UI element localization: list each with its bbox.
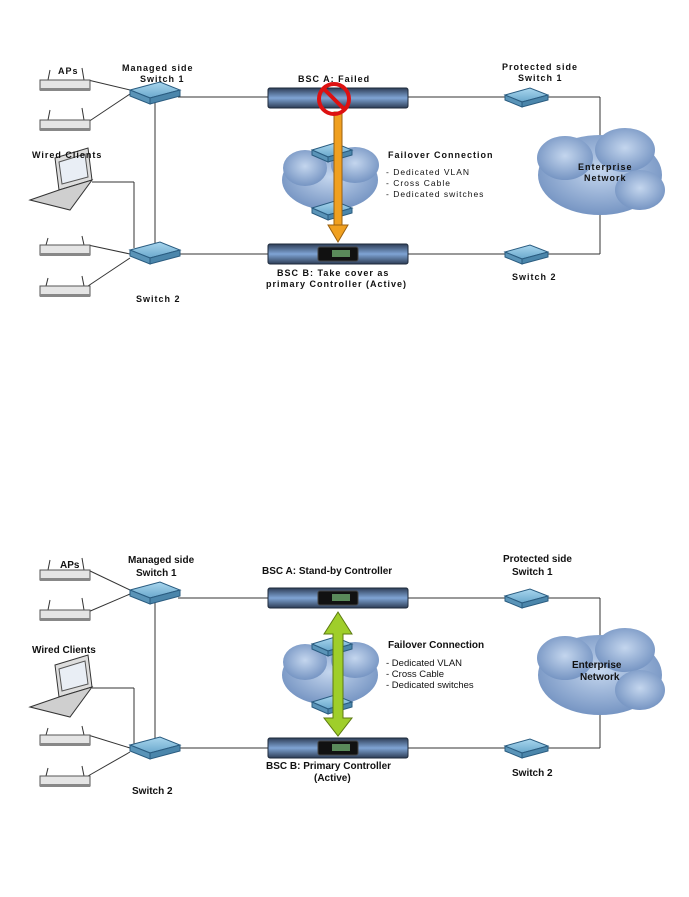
switch-2-right-label: Switch 2: [512, 272, 557, 282]
controller-bsc-a-icon: [267, 87, 409, 109]
network-links: [87, 79, 601, 287]
bsc-a-label: BSC A: Stand-by Controller: [262, 566, 393, 577]
controller-bsc-b-icon: [267, 737, 409, 759]
switch-2-left-label: Switch 2: [136, 294, 181, 304]
wired-client-device-icon: [39, 765, 91, 787]
controller-bsc-a-icon: [267, 587, 409, 609]
switch-icon: [503, 87, 550, 108]
switch-1-right-label: Switch 1: [518, 73, 563, 83]
enterprise-network-cloud-icon: [537, 128, 665, 215]
laptop-icon: [28, 654, 94, 718]
access-point-icon: [39, 557, 91, 581]
controller-bsc-b-icon: [267, 243, 409, 265]
failover-item: - Dedicated VLAN: [386, 167, 471, 177]
no-sign-icon: [317, 82, 351, 116]
switch-2-right-label: Switch 2: [512, 768, 553, 779]
failover-item: - Cross Cable: [386, 669, 445, 680]
enterprise-network-cloud-icon: [537, 628, 665, 715]
failover-item: - Dedicated VLAN: [386, 658, 463, 669]
bsc-b-label-line1: BSC B: Primary Controller: [266, 761, 392, 772]
enterprise-cloud-label-line2: Network: [580, 672, 620, 683]
wired-clients-label: Wired Clients: [32, 645, 96, 656]
managed-side-label: Managed side: [122, 63, 194, 73]
diagram-graphics: [28, 67, 665, 297]
access-point-icon: [39, 597, 91, 621]
diagram-graphics: [28, 557, 665, 787]
access-point-icon: [39, 107, 91, 131]
wired-client-device-icon: [39, 275, 91, 297]
failover-item: - Dedicated switches: [386, 680, 474, 691]
wired-client-device-icon: [39, 235, 91, 256]
switch-1-left-label: Switch 1: [136, 568, 177, 579]
switch-icon: [503, 738, 550, 759]
switch-icon: [503, 588, 550, 609]
aps-label: APs: [58, 66, 79, 76]
bsc-b-label-line2: (Active): [314, 773, 351, 784]
bsc-a-label: BSC A: Failed: [298, 74, 371, 84]
enterprise-cloud-label-line2: Network: [584, 173, 627, 183]
wired-clients-label: Wired Clients: [32, 150, 103, 160]
switch-icon: [128, 736, 182, 760]
protected-side-label: Protected side: [503, 554, 572, 565]
managed-side-label: Managed side: [128, 555, 195, 566]
failover-item: - Dedicated switches: [386, 189, 485, 199]
failover-double-arrow-icon: [322, 611, 354, 737]
failover-connection-label: Failover Connection: [388, 150, 494, 160]
switch-icon: [128, 581, 182, 605]
aps-label: APs: [60, 560, 80, 571]
bsc-b-label-line1: BSC B: Take cover as: [277, 268, 390, 278]
switch-2-left-label: Switch 2: [132, 786, 173, 797]
failover-item: - Cross Cable: [386, 178, 451, 188]
bsc-b-label-line2: primary Controller (Active): [266, 279, 408, 289]
wired-client-device-icon: [39, 725, 91, 746]
failover-connection-label: Failover Connection: [388, 640, 485, 651]
switch-1-right-label: Switch 1: [512, 567, 553, 578]
enterprise-cloud-label-line1: Enterprise: [572, 660, 622, 671]
laptop-icon: [28, 147, 94, 211]
failover-connection-list: - Dedicated VLAN - Cross Cable - Dedicat…: [386, 658, 474, 691]
failover-connection-list: - Dedicated VLAN - Cross Cable - Dedicat…: [386, 167, 484, 200]
switch-icon: [128, 81, 182, 105]
switch-icon: [128, 241, 182, 265]
access-point-icon: [39, 67, 91, 91]
enterprise-cloud-label-line1: Enterprise: [578, 162, 633, 172]
switch-icon: [503, 244, 550, 265]
protected-side-label: Protected side: [502, 62, 579, 72]
failover-diagram-failed: APs Managed side Switch 1 Wired Clients …: [0, 50, 689, 350]
switch-1-left-label: Switch 1: [140, 74, 185, 84]
failover-diagram-normal: APs Managed side Switch 1 Wired Clients …: [0, 540, 689, 840]
network-links: [87, 569, 601, 777]
